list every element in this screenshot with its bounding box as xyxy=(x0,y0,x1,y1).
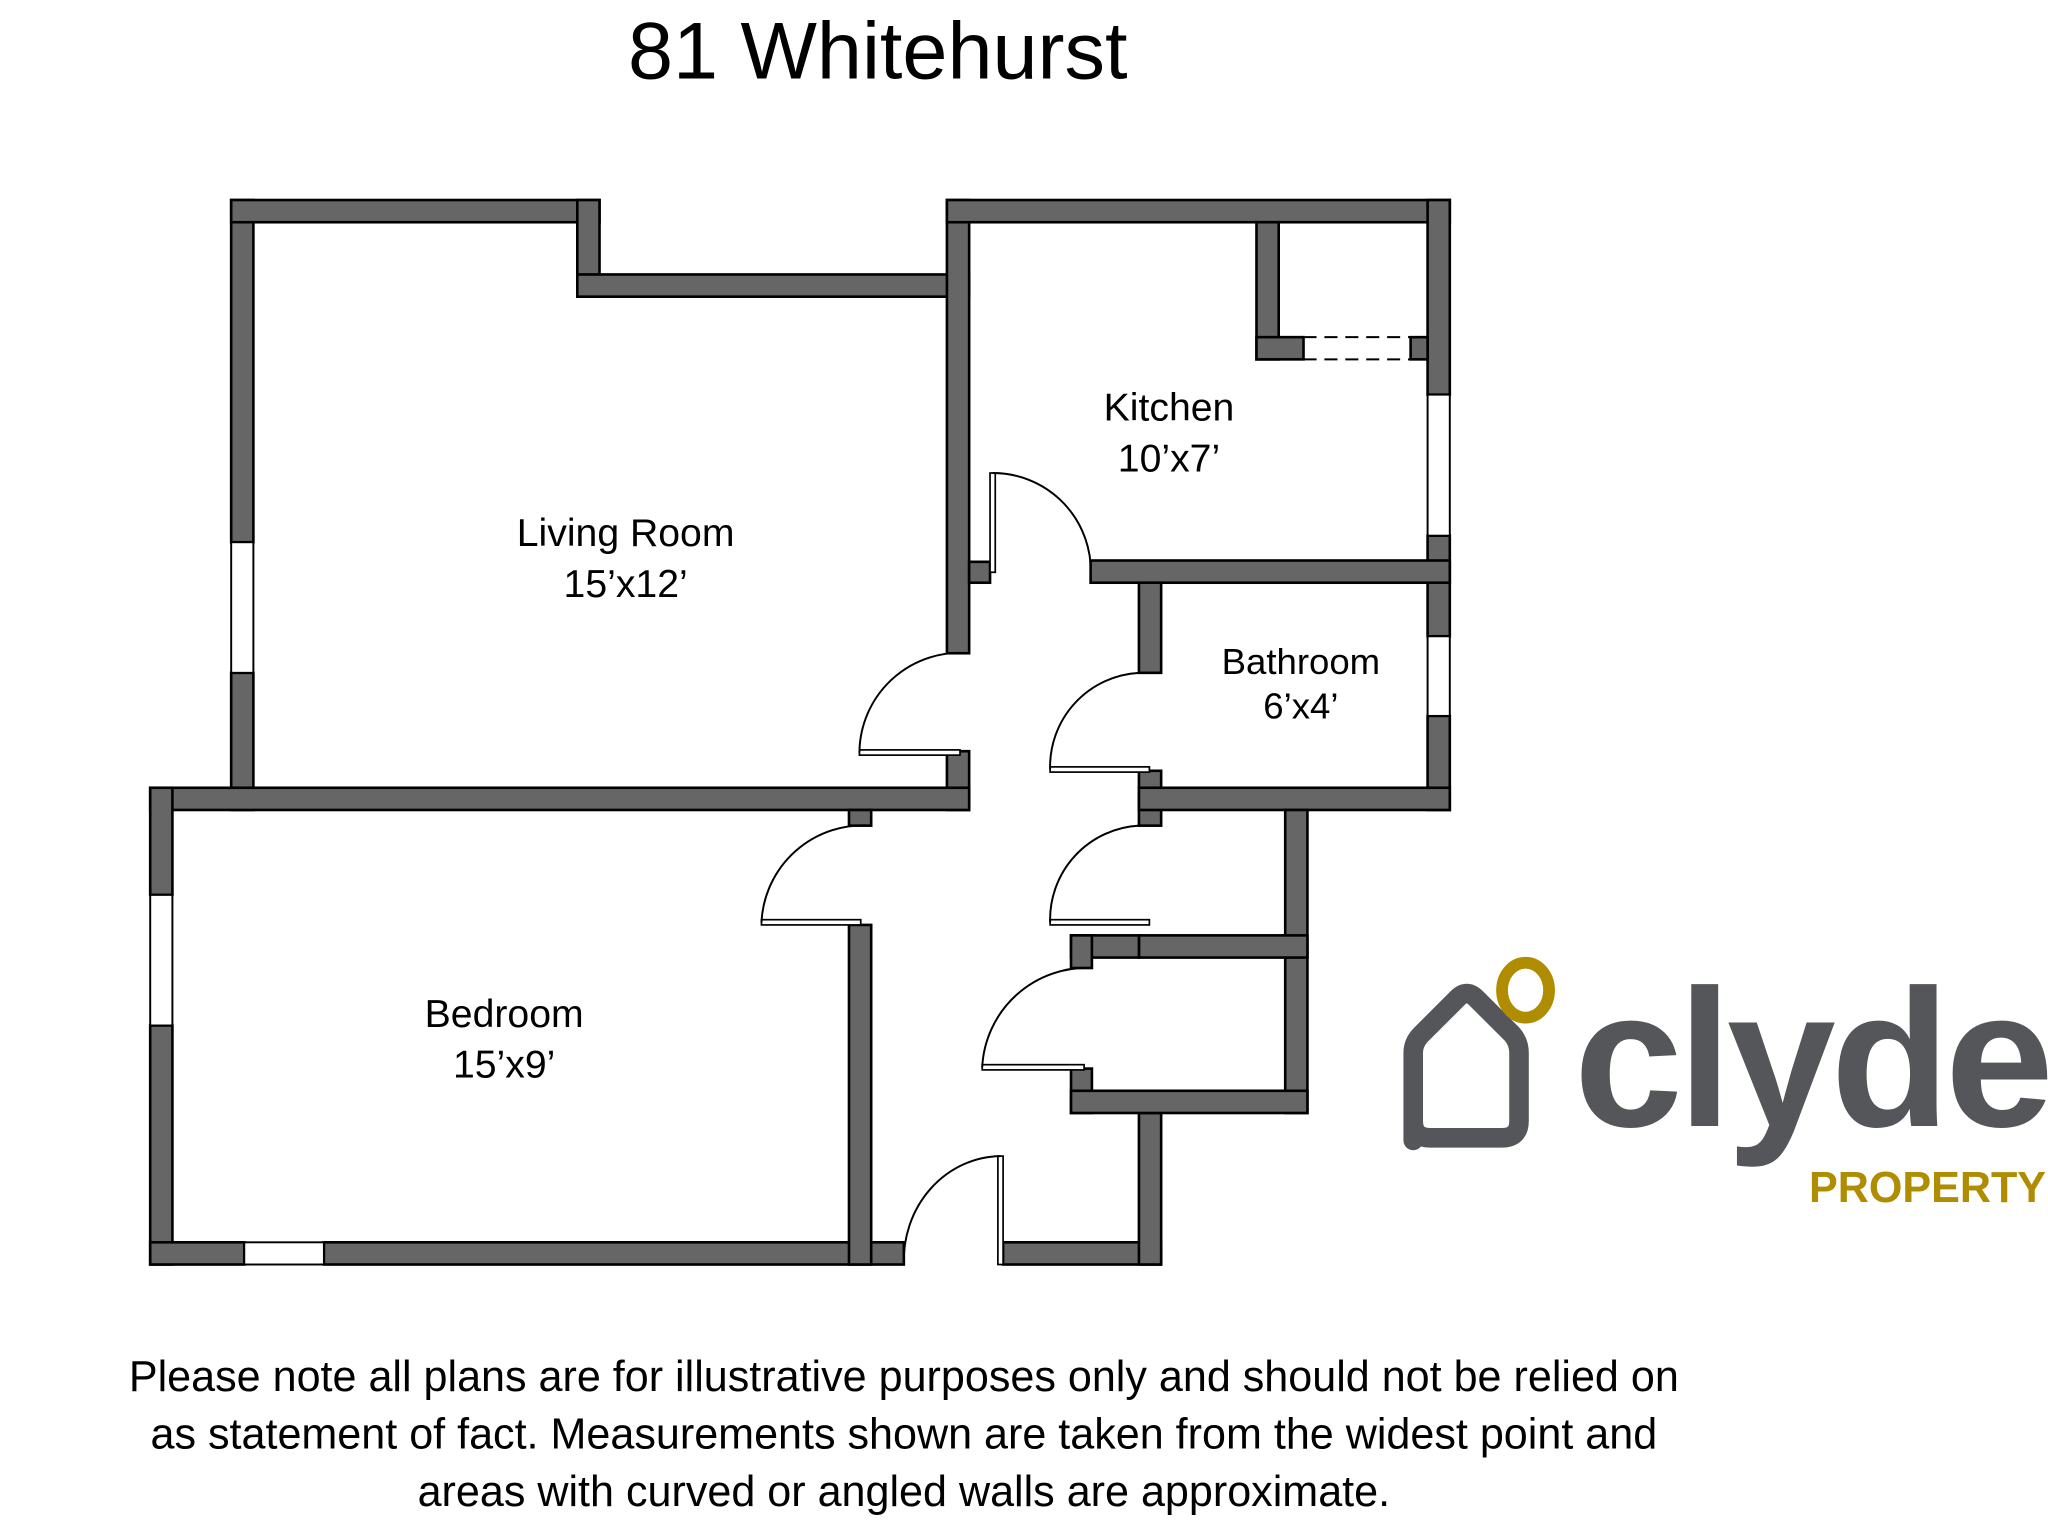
wall xyxy=(322,1241,906,1266)
window xyxy=(1426,635,1451,717)
house-icon xyxy=(1403,983,1529,1151)
wall xyxy=(148,1024,174,1266)
room-size-living-room: 15’x12’ xyxy=(564,563,688,606)
wall xyxy=(945,198,1452,224)
door-entrance xyxy=(902,1155,1004,1266)
window xyxy=(1426,393,1451,537)
logo-brand-text: clyde xyxy=(1574,949,2048,1168)
disclaimer: Please note all plans are for illustrati… xyxy=(129,1353,1679,1516)
wall xyxy=(1069,934,1094,970)
wall xyxy=(148,786,971,812)
door-living-room xyxy=(858,651,970,756)
wall xyxy=(1001,1241,1163,1266)
wall xyxy=(148,786,174,897)
wall xyxy=(1089,559,1452,585)
window xyxy=(243,1241,325,1266)
wall xyxy=(148,1241,246,1266)
disclaimer-line: Please note all plans are for illustrati… xyxy=(129,1353,1679,1401)
wall xyxy=(229,198,255,544)
room-name-bathroom: Bathroom xyxy=(1222,641,1381,682)
circle-icon xyxy=(1496,956,1555,1024)
door-closet xyxy=(981,966,1092,1071)
disclaimer-line: as statement of fact. Measurements shown… xyxy=(151,1411,1658,1459)
wall xyxy=(847,923,873,1266)
wall xyxy=(1137,786,1452,812)
wall xyxy=(1137,581,1163,675)
room-name-bedroom: Bedroom xyxy=(425,993,584,1036)
wall xyxy=(1137,934,1309,959)
room-size-kitchen: 10’x7’ xyxy=(1118,438,1220,481)
door-closet xyxy=(1049,824,1151,926)
disclaimer-line: areas with curved or angled walls are ap… xyxy=(418,1468,1391,1516)
clyde-property-logo: clyde PROPERTY xyxy=(1403,949,2048,1212)
wall xyxy=(1283,808,1309,1115)
wall xyxy=(1426,534,1452,638)
wall xyxy=(1409,335,1429,361)
wall xyxy=(229,198,601,224)
wall xyxy=(945,198,971,655)
logo-sub-text: PROPERTY xyxy=(1809,1164,2046,1212)
wall xyxy=(847,808,873,827)
page-title: 81 Whitehurst xyxy=(628,7,1128,97)
door-kitchen xyxy=(989,472,1092,574)
room-size-bathroom: 6’x4’ xyxy=(1263,686,1338,727)
wall xyxy=(1137,1111,1163,1266)
door-bathroom xyxy=(1049,671,1151,773)
room-name-living-room: Living Room xyxy=(517,512,735,555)
wall xyxy=(1426,198,1452,396)
window xyxy=(149,893,174,1027)
door-bedroom xyxy=(760,824,872,926)
room-size-bedroom: 15’x9’ xyxy=(453,1044,555,1087)
window xyxy=(230,541,255,674)
floor-plan: Living Room 15’x12’ Kitchen 10’x7’ Bathr… xyxy=(148,198,1452,1266)
wall xyxy=(1069,1089,1309,1115)
wall xyxy=(576,273,971,298)
wall xyxy=(967,560,992,585)
wall xyxy=(1255,335,1305,361)
room-name-kitchen: Kitchen xyxy=(1104,387,1235,430)
